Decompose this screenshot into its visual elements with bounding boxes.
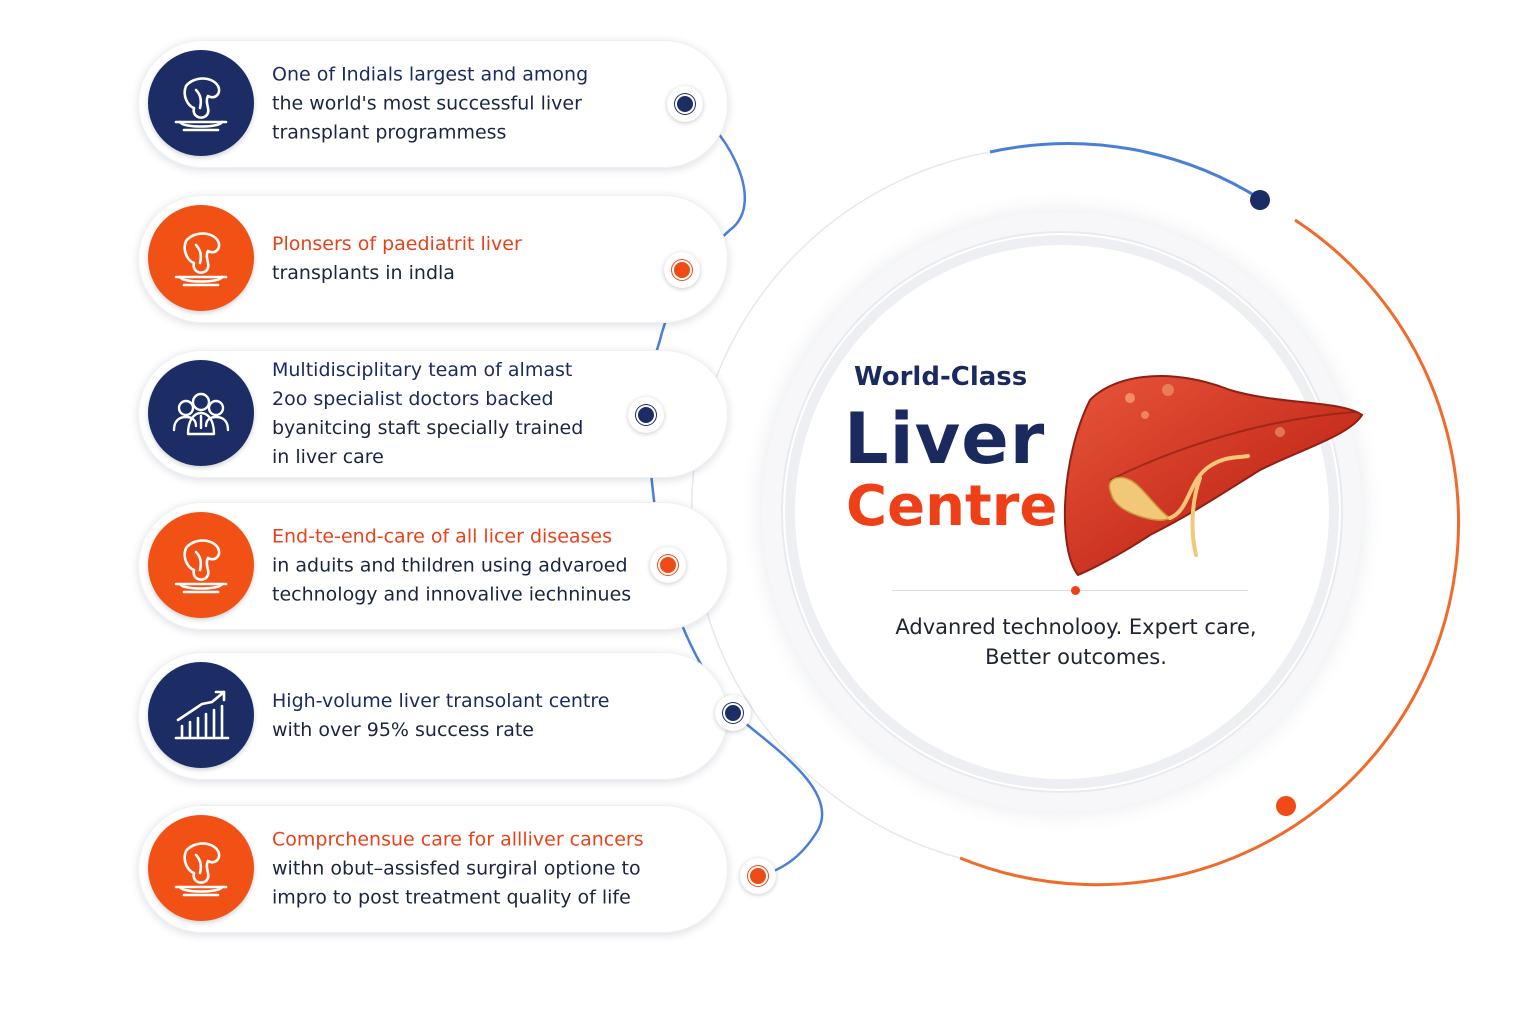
feature-line: the world's most successful liver <box>272 92 582 115</box>
feature-card: End-te-end-care of all licer diseases in… <box>138 502 728 630</box>
hero-title-big: Liver <box>844 398 1046 480</box>
liver-on-platter-icon <box>148 815 254 921</box>
hero-arc-orange <box>959 218 1460 887</box>
feature-text: Plonsers of paediatrit liver transplants… <box>272 230 712 288</box>
feature-line: High-volume liver transolant centre <box>272 690 610 712</box>
liver-on-platter-icon <box>148 205 254 311</box>
feature-text: End-te-end-care of all licer diseases in… <box>272 523 712 610</box>
timeline-dot <box>664 252 700 288</box>
hero-inner-circle <box>795 245 1329 779</box>
feature-line: impro to post treatment quality of life <box>272 886 631 909</box>
timeline-dot <box>667 86 703 122</box>
feature-text: One of Indials largest and among the wor… <box>272 61 712 148</box>
hero-arc-dot-navy <box>1250 190 1270 210</box>
feature-line: with over 95% success rate <box>272 719 534 741</box>
feature-lead: End-te-end-care of all licer diseases <box>272 525 613 548</box>
hero-arc-dot-orange <box>1276 796 1296 816</box>
feature-text: High-volume liver transolant centre with… <box>272 687 712 745</box>
timeline-dot <box>715 695 751 731</box>
hero-tagline-line: Better outcomes. <box>985 645 1167 669</box>
feature-line: transplants in indla <box>272 262 455 284</box>
feature-line: in liver care <box>272 446 384 468</box>
liver-on-platter-icon <box>148 512 254 618</box>
feature-line: One of Indials largest and among <box>272 63 589 86</box>
hero-title-orange: Centre <box>846 474 1058 539</box>
feature-text: Comprchensue care for allliver cancers w… <box>272 826 712 913</box>
hero-tagline-line: Advanred technolooy. Expert care, <box>895 615 1257 639</box>
hero-arc-blue <box>989 142 1263 202</box>
feature-line: Multidisciplitary team of almast <box>272 359 573 381</box>
feature-line: withn obut–assisfed surgiral optione to <box>272 857 641 880</box>
feature-line: 2oo specialist doctors backed <box>272 388 554 410</box>
liver-on-platter-icon <box>148 50 254 156</box>
bar-chart-growth-icon <box>148 662 254 768</box>
feature-card: One of Indials largest and among the wor… <box>138 40 728 168</box>
liver-illustration <box>1063 375 1364 577</box>
feature-line: in aduits and thildren using advaroed <box>272 554 628 577</box>
timeline-curve <box>642 102 824 879</box>
feature-card: Plonsers of paediatrit liver transplants… <box>138 195 728 323</box>
feature-line: transplant programmess <box>272 121 507 144</box>
feature-line: byanitcing staft specially trained <box>272 417 584 439</box>
feature-card: Comprchensue care for allliver cancers w… <box>138 805 728 933</box>
timeline-dot <box>740 858 776 894</box>
feature-line: technology and innovalive iechninues <box>272 583 632 606</box>
timeline-dot <box>628 397 664 433</box>
doctors-group-icon <box>148 360 254 466</box>
feature-card: High-volume liver transolant centre with… <box>138 652 728 780</box>
feature-lead: Comprchensue care for allliver cancers <box>272 828 644 851</box>
feature-lead: Plonsers of paediatrit liver <box>272 233 522 255</box>
feature-text: Multidisciplitary team of almast 2oo spe… <box>272 356 712 472</box>
hero-title-small: World-Class <box>854 362 1028 392</box>
hero-arc-faint <box>690 151 991 859</box>
hero-divider-dot <box>1071 586 1080 595</box>
hero-tagline: Advanred technolooy. Expert care, Better… <box>880 612 1272 672</box>
hero-divider <box>892 590 1248 591</box>
timeline-dot <box>650 547 686 583</box>
